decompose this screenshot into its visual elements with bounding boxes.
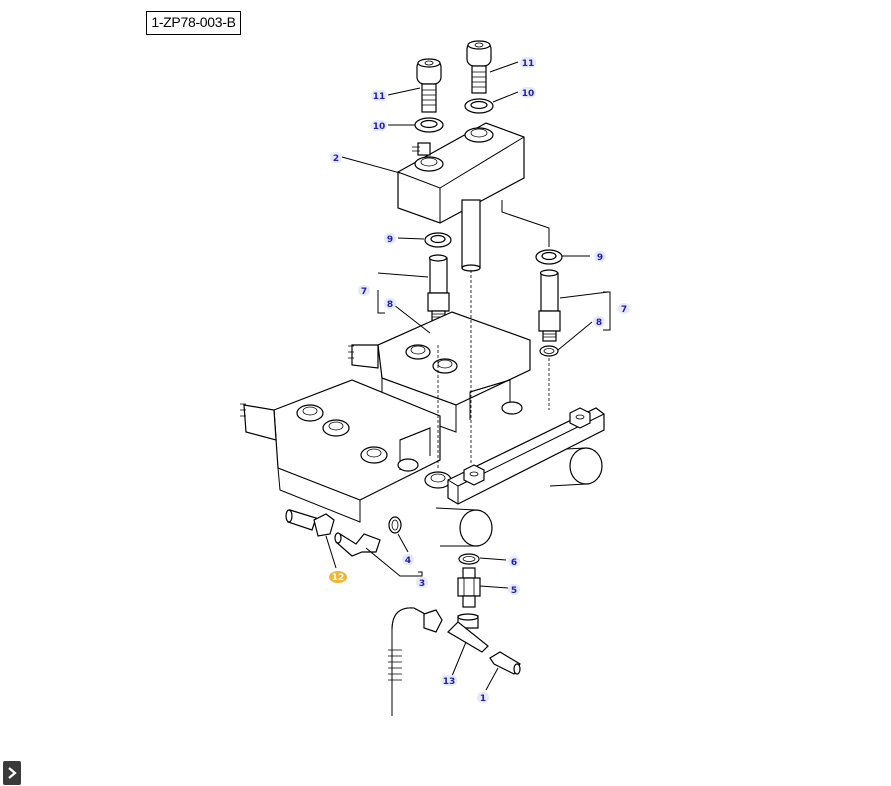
- elbow-fitting-3: [334, 532, 381, 557]
- callout-8-left[interactable]: 8: [384, 298, 396, 310]
- svg-text:8: 8: [596, 318, 602, 328]
- fuel-pipe: [388, 607, 443, 716]
- svg-text:2: 2: [333, 154, 339, 164]
- washer-10-left: [414, 117, 444, 133]
- svg-text:7: 7: [361, 287, 367, 297]
- svg-text:10: 10: [373, 122, 386, 132]
- seal-ring-4: [388, 516, 402, 534]
- callout-13[interactable]: 13: [441, 675, 457, 687]
- svg-text:9: 9: [387, 235, 393, 245]
- callout-4[interactable]: 4: [402, 554, 414, 566]
- washer-6: [458, 553, 480, 565]
- washer-9-left: [424, 232, 452, 248]
- callout-11-left[interactable]: 11: [371, 90, 387, 102]
- callout-11-right[interactable]: 11: [520, 57, 536, 69]
- bolt-11-left: [416, 58, 442, 113]
- svg-text:9: 9: [597, 253, 603, 263]
- svg-text:3: 3: [419, 579, 425, 589]
- connector-7-left: [427, 254, 450, 324]
- callout-3[interactable]: 3: [416, 577, 428, 589]
- svg-text:12: 12: [332, 573, 345, 583]
- chevron-right-icon: [8, 767, 17, 779]
- svg-text:6: 6: [511, 558, 517, 568]
- diagram-reference-code: 1-ZP78-003-B: [146, 11, 241, 35]
- callout-9-left[interactable]: 9: [384, 233, 396, 245]
- svg-text:10: 10: [522, 89, 535, 99]
- tee-fitting-13: [447, 613, 489, 653]
- callout-2[interactable]: 2: [330, 152, 342, 164]
- svg-text:8: 8: [387, 300, 393, 310]
- manifold-block-2: [397, 122, 525, 272]
- injection-rail-assembly: [240, 311, 605, 547]
- connector-7-right: [538, 269, 561, 342]
- callout-10-left[interactable]: 10: [371, 120, 387, 132]
- bolt-11-right: [466, 40, 492, 94]
- callout-8-right[interactable]: 8: [593, 316, 605, 328]
- leader-lines: [325, 61, 611, 691]
- expand-panel-button[interactable]: [3, 761, 21, 785]
- hose-fitting-12: [285, 509, 335, 537]
- svg-text:11: 11: [373, 92, 386, 102]
- callout-12-highlighted[interactable]: 12: [329, 571, 347, 583]
- svg-text:7: 7: [621, 305, 627, 315]
- callout-10-right[interactable]: 10: [520, 87, 536, 99]
- callout-1[interactable]: 1: [477, 692, 489, 704]
- callout-7-right[interactable]: 7: [618, 303, 630, 315]
- seal-8-right: [539, 345, 559, 357]
- svg-text:11: 11: [522, 59, 535, 69]
- fitting-1: [489, 651, 521, 675]
- callout-5[interactable]: 5: [508, 584, 520, 596]
- washer-9-right: [535, 249, 563, 265]
- svg-text:5: 5: [511, 586, 517, 596]
- washer-10-right: [464, 98, 494, 114]
- svg-text:4: 4: [405, 556, 411, 566]
- svg-text:13: 13: [443, 677, 456, 687]
- callout-6[interactable]: 6: [508, 556, 520, 568]
- svg-text:1: 1: [480, 694, 486, 704]
- union-5: [457, 567, 481, 608]
- callout-9-right[interactable]: 9: [594, 251, 606, 263]
- callout-7-left[interactable]: 7: [358, 285, 370, 297]
